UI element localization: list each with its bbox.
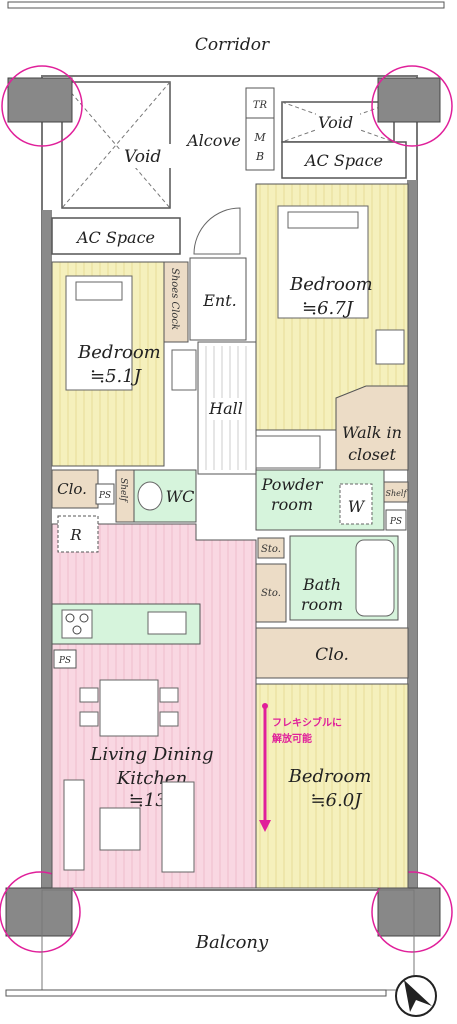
bath-label-1: Bath	[302, 575, 341, 594]
ldk-label-1: Living Dining	[89, 744, 213, 765]
toilet-icon	[137, 481, 163, 511]
coffee-table-icon	[99, 807, 141, 851]
void-left-label: Void	[124, 147, 161, 167]
ac-space-left-label: AC Space	[75, 228, 155, 247]
powder-label-1: Powder	[261, 475, 324, 494]
desk-left-icon	[171, 349, 197, 391]
sink-icon	[255, 435, 321, 469]
refrigerator-label: R	[69, 526, 81, 544]
tr-label: TR	[253, 100, 268, 111]
shelf-2-label: Shelf	[386, 489, 409, 498]
tv-board-icon	[63, 779, 85, 871]
storage-2-label: Sto.	[261, 588, 281, 599]
mb-label-m: M	[253, 131, 266, 144]
ps-3-label: PS	[58, 656, 71, 666]
wc-label: WC	[166, 487, 195, 506]
closet-right-label: Clo.	[315, 645, 349, 665]
storage-1-label: Sto.	[261, 544, 281, 555]
ps-2	[385, 509, 407, 531]
ac-space-right-label: AC Space	[303, 151, 383, 170]
compass-icon	[395, 975, 437, 1017]
column-top-left	[1, 65, 83, 147]
column-bottom-left	[0, 871, 81, 953]
shelf-1-label: Shelf	[118, 478, 128, 503]
shoes-clock	[163, 261, 189, 343]
flexible-note-1: フレキシブルに	[272, 716, 342, 729]
bedroom-left-size: ≒5.1J	[90, 366, 143, 387]
ps-2-label: PS	[389, 517, 402, 527]
right-wall	[407, 180, 417, 890]
bedroom-right-bottom-label: Bedroom	[288, 766, 372, 787]
tr-box	[245, 87, 275, 119]
ps-1	[95, 483, 115, 505]
bathtub-icon	[355, 539, 395, 617]
entrance-door	[193, 207, 241, 255]
bedroom-right-bottom-size: ≒6.0J	[311, 790, 364, 811]
walk-in-label-2: closet	[348, 445, 396, 464]
mb-box	[245, 117, 275, 171]
entrance-label: Ent.	[202, 291, 237, 310]
ac-space-left	[51, 217, 181, 255]
ac-space-right	[281, 141, 407, 179]
storage-2	[255, 563, 287, 623]
bath-label-2: room	[301, 595, 343, 614]
bedroom-right-top-size: ≒6.7J	[302, 298, 355, 319]
storage-1	[257, 537, 285, 559]
washer-label: W	[348, 497, 366, 516]
mb-label-b: B	[255, 150, 264, 163]
hall-label: Hall	[208, 399, 243, 418]
balcony-label: Balcony	[195, 932, 269, 953]
ps-3	[53, 649, 77, 669]
closet-left	[51, 469, 99, 509]
shelf-2	[383, 481, 409, 503]
alcove-label: Alcove	[185, 131, 241, 150]
balcony-rail	[5, 989, 387, 997]
entrance	[189, 257, 247, 341]
ps-1-label: PS	[98, 491, 111, 501]
dining-table-icon	[99, 679, 159, 737]
desk-right-icon	[375, 329, 405, 365]
corridor-edge	[7, 1, 445, 9]
bedroom-right-top-label: Bedroom	[289, 274, 373, 295]
refrigerator-space	[57, 515, 99, 553]
bedroom-left-label: Bedroom	[77, 342, 161, 363]
corridor-label: Corridor	[195, 35, 270, 55]
left-wall	[42, 210, 52, 890]
column-bottom-right	[371, 871, 453, 953]
washer-space	[339, 483, 373, 525]
closet-right	[255, 627, 409, 679]
kitchen-sink-icon	[147, 611, 187, 635]
walk-in-label-1: Walk in	[342, 423, 402, 442]
bedroom-right-bottom	[255, 683, 409, 889]
powder-label-2: room	[271, 495, 313, 514]
flexible-note-2: 解放可能	[272, 732, 312, 745]
closet-left-label: Clo.	[57, 480, 87, 498]
void-right-label: Void	[318, 113, 353, 132]
sofa-icon	[161, 781, 195, 873]
column-top-right	[371, 65, 453, 147]
shoes-clock-label: Shoes Clock	[169, 268, 180, 330]
